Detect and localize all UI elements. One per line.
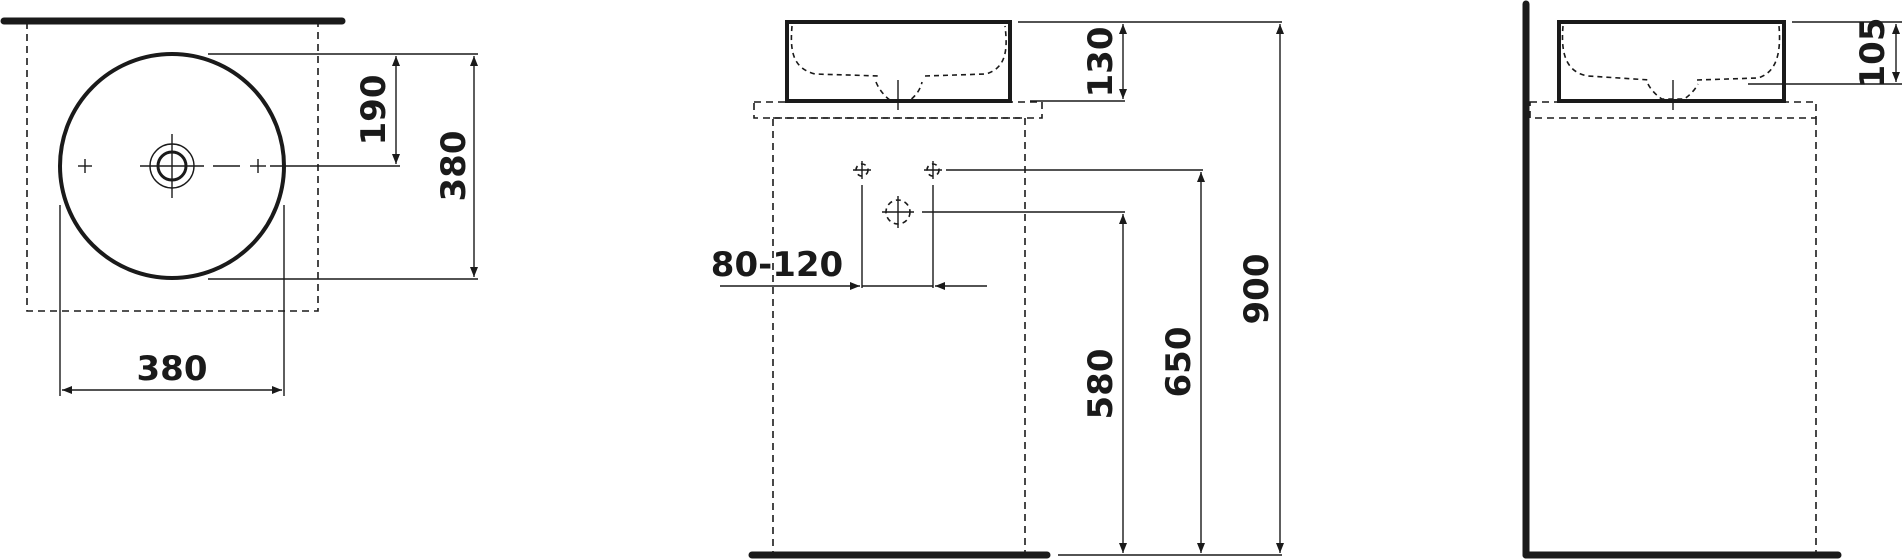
dim-label-380-vertical: 380 [434,131,474,202]
dim-label-380-horizontal: 380 [137,349,208,389]
dim-label-130: 130 [1081,27,1121,98]
side-basin-inner [1561,25,1781,81]
dim-label-190: 190 [354,75,394,146]
dim-label-580: 580 [1081,349,1121,420]
side-basin-outline [1557,20,1786,103]
drain-icon [140,134,204,198]
side-countertop [1529,101,1817,119]
waste-point-icon [882,196,914,228]
counter-outline [26,22,319,312]
dim-label-105: 105 [1853,18,1893,89]
front-drain-hidden [875,81,923,101]
top-view: 190 380 380 [0,17,478,396]
supply-point-icon-right [924,161,942,179]
supply-point-icon-left [853,161,871,179]
front-cabinet [772,117,1026,555]
side-view: 105 [1522,0,1902,559]
dim-label-900: 900 [1237,254,1277,325]
dim-label-650: 650 [1159,327,1199,398]
tap-hole-marker-left [78,159,92,173]
front-view: 80-120 130 580 650 900 [711,20,1284,559]
tap-hole-marker-right [250,159,266,173]
dim-label-80-120: 80-120 [711,245,843,285]
front-basin-inner [790,25,1007,77]
